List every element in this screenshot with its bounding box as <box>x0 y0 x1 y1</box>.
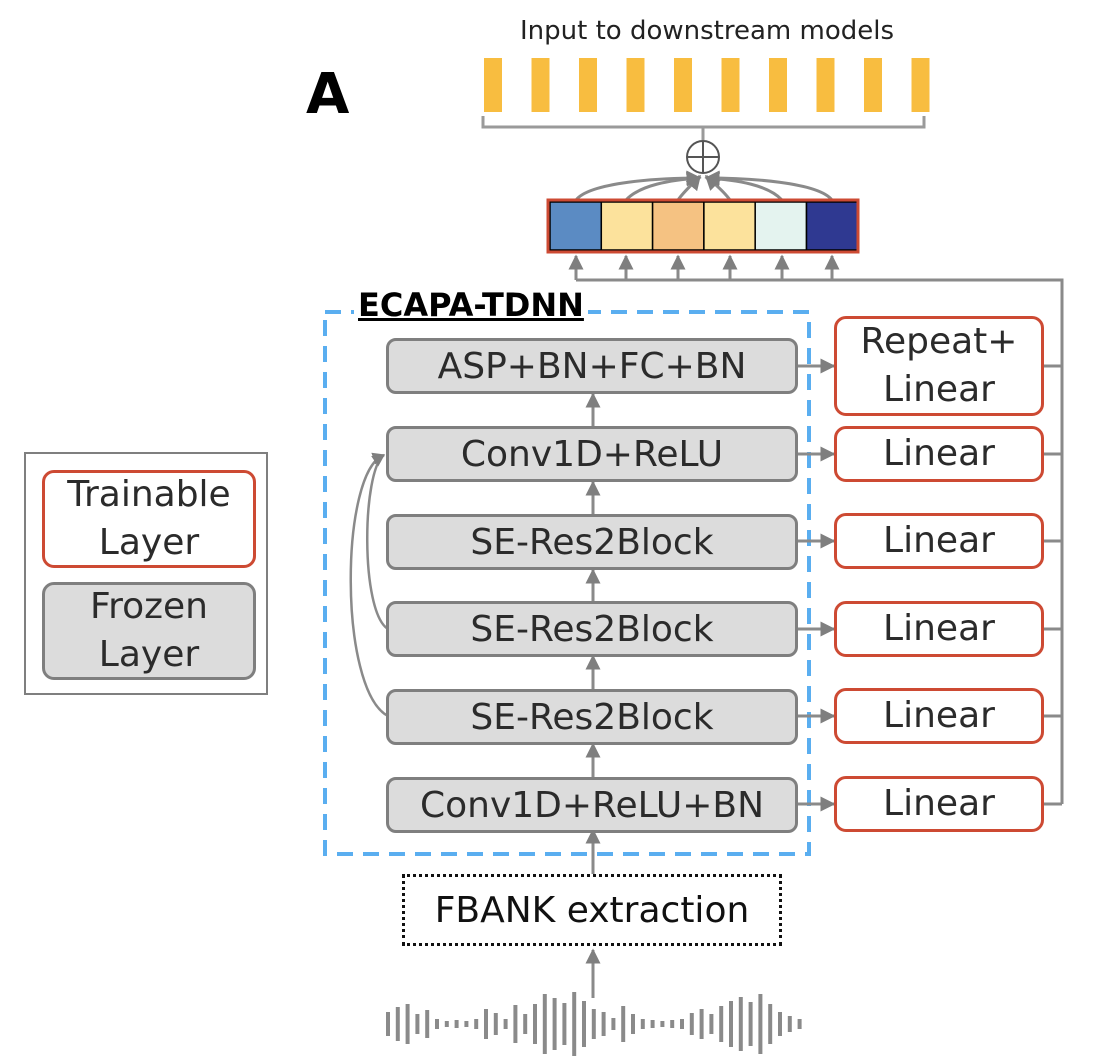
output-label: Input to downstream models <box>520 16 894 46</box>
output-bracket <box>481 116 926 129</box>
ecapa-tdnn-title: ECAPA-TDNN <box>354 286 588 324</box>
output-embedding <box>484 58 930 112</box>
output-bar <box>721 58 740 112</box>
skip-connections <box>349 452 389 718</box>
frozen-layer-se-res2block-1: SE-Res2Block <box>386 689 798 745</box>
frozen-layer-conv1d-relu: Conv1D+ReLU <box>386 426 798 482</box>
layer-weights-border <box>546 198 860 254</box>
trainable-head-repeat-linear: Repeat+ Linear <box>834 316 1044 416</box>
trainable-head-linear-1: Linear <box>834 426 1044 482</box>
output-bar <box>864 58 882 112</box>
layer-weight-cell <box>754 201 808 251</box>
output-bar <box>911 58 930 112</box>
output-bar <box>674 58 692 112</box>
waveform-icon <box>386 992 802 1056</box>
layer-weight-cell <box>549 201 603 251</box>
layer-weight-cell <box>651 201 705 251</box>
frozen-layer-se-res2block-3: SE-Res2Block <box>386 514 798 570</box>
output-bar <box>484 58 502 112</box>
fbank-extraction-box: FBANK extraction <box>402 874 782 946</box>
trainable-head-linear-3: Linear <box>834 601 1044 657</box>
legend-frozen: Frozen Layer <box>42 582 256 680</box>
weight-to-sum-arrows <box>574 170 834 202</box>
trainable-head-linear-5: Linear <box>834 776 1044 832</box>
layer-weight-cell <box>703 201 756 251</box>
output-bar <box>626 58 645 112</box>
output-bar <box>531 58 550 112</box>
frozen-layer-se-res2block-2: SE-Res2Block <box>386 601 798 657</box>
weight-input-arrows <box>568 254 1064 806</box>
frozen-layer-conv1d-relu-bn: Conv1D+ReLU+BN <box>386 777 798 833</box>
legend-trainable: Trainable Layer <box>42 470 256 568</box>
output-bar <box>579 58 597 112</box>
trainable-head-linear-2: Linear <box>834 513 1044 569</box>
legend: Trainable Layer Frozen Layer <box>24 452 268 695</box>
output-bar <box>769 58 787 112</box>
panel-label: A <box>306 62 350 127</box>
frozen-to-head-arrows <box>798 358 836 812</box>
trainable-head-linear-4: Linear <box>834 688 1044 744</box>
layer-weight-cell <box>600 201 654 251</box>
frozen-layer-asp: ASP+BN+FC+BN <box>386 338 798 394</box>
layer-weights <box>549 201 859 251</box>
layer-weight-cell <box>805 201 859 251</box>
output-bar <box>816 58 835 112</box>
